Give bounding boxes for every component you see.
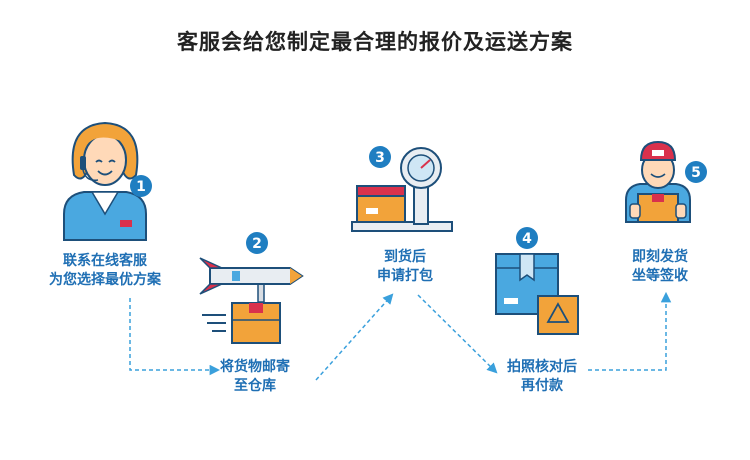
step-1-label: 联系在线客服 为您选择最优方案 (30, 252, 180, 290)
step-4-label: 拍照核对后 再付款 (487, 358, 597, 396)
step-3-label: 到货后 申请打包 (350, 248, 460, 286)
step-1-badge: 1 (130, 175, 152, 197)
step-5-number: 5 (691, 165, 701, 181)
customer-service-agent-icon (63, 121, 147, 241)
step-1-line-1: 联系在线客服 (63, 253, 147, 269)
step-2-label: 将货物邮寄 至仓库 (200, 358, 310, 396)
boxes-icon (495, 253, 579, 335)
step-5-line-2: 坐等签收 (632, 268, 688, 284)
step-4-line-1: 拍照核对后 (507, 359, 577, 375)
step-4-badge: 4 (516, 227, 538, 249)
step-5-line-1: 即刻发货 (632, 249, 688, 265)
connector-lines (129, 291, 672, 381)
step-3-line-2: 申请打包 (377, 268, 433, 284)
step-1-line-2: 为您选择最优方案 (49, 272, 161, 288)
step-5-label: 即刻发货 坐等签收 (605, 248, 715, 286)
connector-1-2 (129, 298, 221, 376)
step-3-badge: 3 (369, 146, 391, 168)
step-3-line-1: 到货后 (384, 249, 426, 265)
connector-3-4 (417, 294, 498, 374)
delivery-courier-icon (625, 140, 691, 223)
connector-4-5 (588, 291, 672, 371)
rocket-package-icon (199, 257, 304, 344)
page-title: 客服会给您制定最合理的报价及运送方案 (177, 30, 573, 54)
step-5-badge: 5 (685, 161, 707, 183)
step-3-number: 3 (375, 150, 385, 166)
step-2-badge: 2 (246, 232, 268, 254)
step-1-number: 1 (136, 179, 146, 195)
step-2-line-2: 至仓库 (234, 378, 276, 394)
step-2-number: 2 (252, 236, 262, 252)
step-4-number: 4 (522, 231, 532, 247)
step-4-line-2: 再付款 (521, 378, 563, 394)
connector-2-3 (315, 293, 394, 381)
step-2-line-1: 将货物邮寄 (220, 359, 290, 375)
weighing-scale-icon (351, 147, 453, 232)
